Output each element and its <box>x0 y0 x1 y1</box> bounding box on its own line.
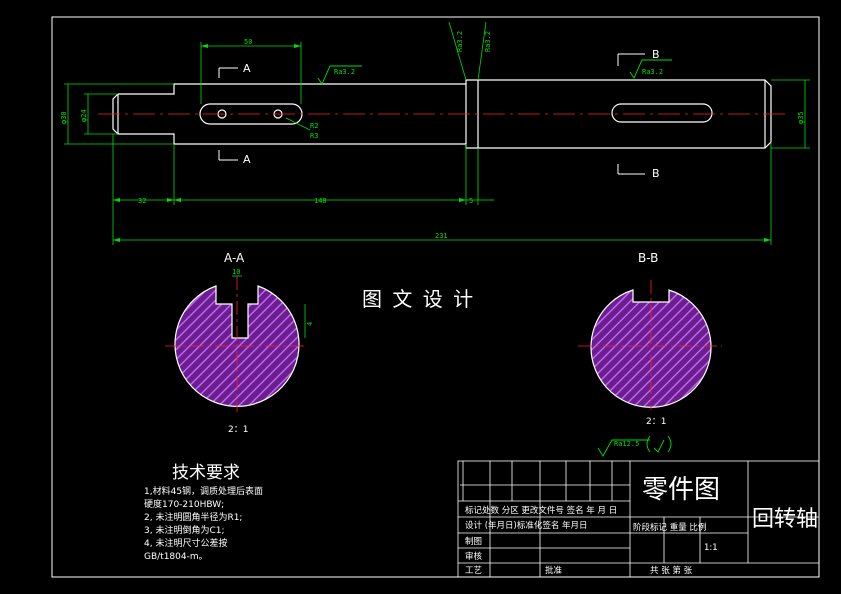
roughness-2: Ra3.2 <box>642 68 663 76</box>
general-roughness: Ra12.5 <box>614 440 639 448</box>
tech-req-line-3: 2, 未注明圆角半径为R1; <box>144 511 242 523</box>
title-block <box>457 460 820 578</box>
title-row-4: 审核 <box>465 551 483 562</box>
title-row-5: 工艺 <box>465 566 482 576</box>
section-b-label-bottom: B <box>652 167 660 180</box>
dim-148: 148 <box>314 197 327 205</box>
dim-top-keyway: 50 <box>244 38 252 46</box>
title-row-2: 设计 (年月日)标准化签名 年月日 <box>465 520 588 531</box>
section-a-label-bottom: A <box>243 153 251 166</box>
dim-overall: 231 <box>435 232 448 240</box>
section-b-label-top: B <box>652 48 660 61</box>
section-bb-view <box>578 280 722 410</box>
section-aa-depth-dim: 4 <box>306 322 314 326</box>
part-name: 回转轴 <box>752 507 818 532</box>
roughness-1: Ra3.2 <box>334 68 355 76</box>
title-row-3: 制图 <box>465 536 482 547</box>
tech-req-line-5: 4, 未注明尺寸公差按 <box>144 537 227 549</box>
title-sheets: 共 张 第 张 <box>650 565 693 576</box>
dim-right: φ35 <box>797 111 805 124</box>
section-bb-title: B-B <box>638 251 658 265</box>
drawing-name: 零件图 <box>642 475 720 505</box>
dimension-arrows <box>113 44 771 242</box>
tech-req-line-6: GB/t1804-m。 <box>144 552 208 562</box>
section-aa-view <box>165 275 306 412</box>
section-aa-scale: 2：1 <box>228 425 248 435</box>
tech-req-line-1: 1,材料45钢，调质处理后表面 <box>144 485 263 497</box>
dim-left-inner: φ24 <box>80 109 88 122</box>
roughness-4: Ra3.2 <box>484 31 492 52</box>
roughness-symbols <box>317 59 672 457</box>
title-scale: 1:1 <box>704 543 718 553</box>
dim-32: 32 <box>138 197 146 205</box>
drawing-frame <box>51 16 820 578</box>
roughness-3: Ra3.2 <box>456 31 464 52</box>
title-row-2-right: 阶段标记 重量 比例 <box>633 522 706 533</box>
section-aa-title: A-A <box>224 251 245 265</box>
section-a-label-top: A <box>243 62 251 75</box>
tech-req-line-2: 硬度170-210HBW; <box>144 498 224 510</box>
dim-5: 5 <box>469 197 473 205</box>
section-bb-scale: 2：1 <box>646 417 666 427</box>
watermark-text: 图 文 设 计 <box>362 287 475 311</box>
tech-req-heading: 技术要求 <box>172 463 240 483</box>
keyway-b <box>611 103 713 123</box>
dim-r2: R2 <box>310 122 318 130</box>
tech-req-line-4: 3, 未注明倒角为C1; <box>144 524 225 536</box>
section-aa-width-dim: 10 <box>232 268 240 276</box>
dim-left-outer: φ30 <box>60 111 68 124</box>
title-approve: 批准 <box>545 565 563 576</box>
title-row-1: 标记处数 分区 更改文件号 签名 年 月 日 <box>465 505 617 516</box>
dimension-lines <box>64 21 810 245</box>
dim-r3: R3 <box>310 132 318 140</box>
general-roughness-paren <box>646 435 672 453</box>
section-markers <box>218 53 645 175</box>
